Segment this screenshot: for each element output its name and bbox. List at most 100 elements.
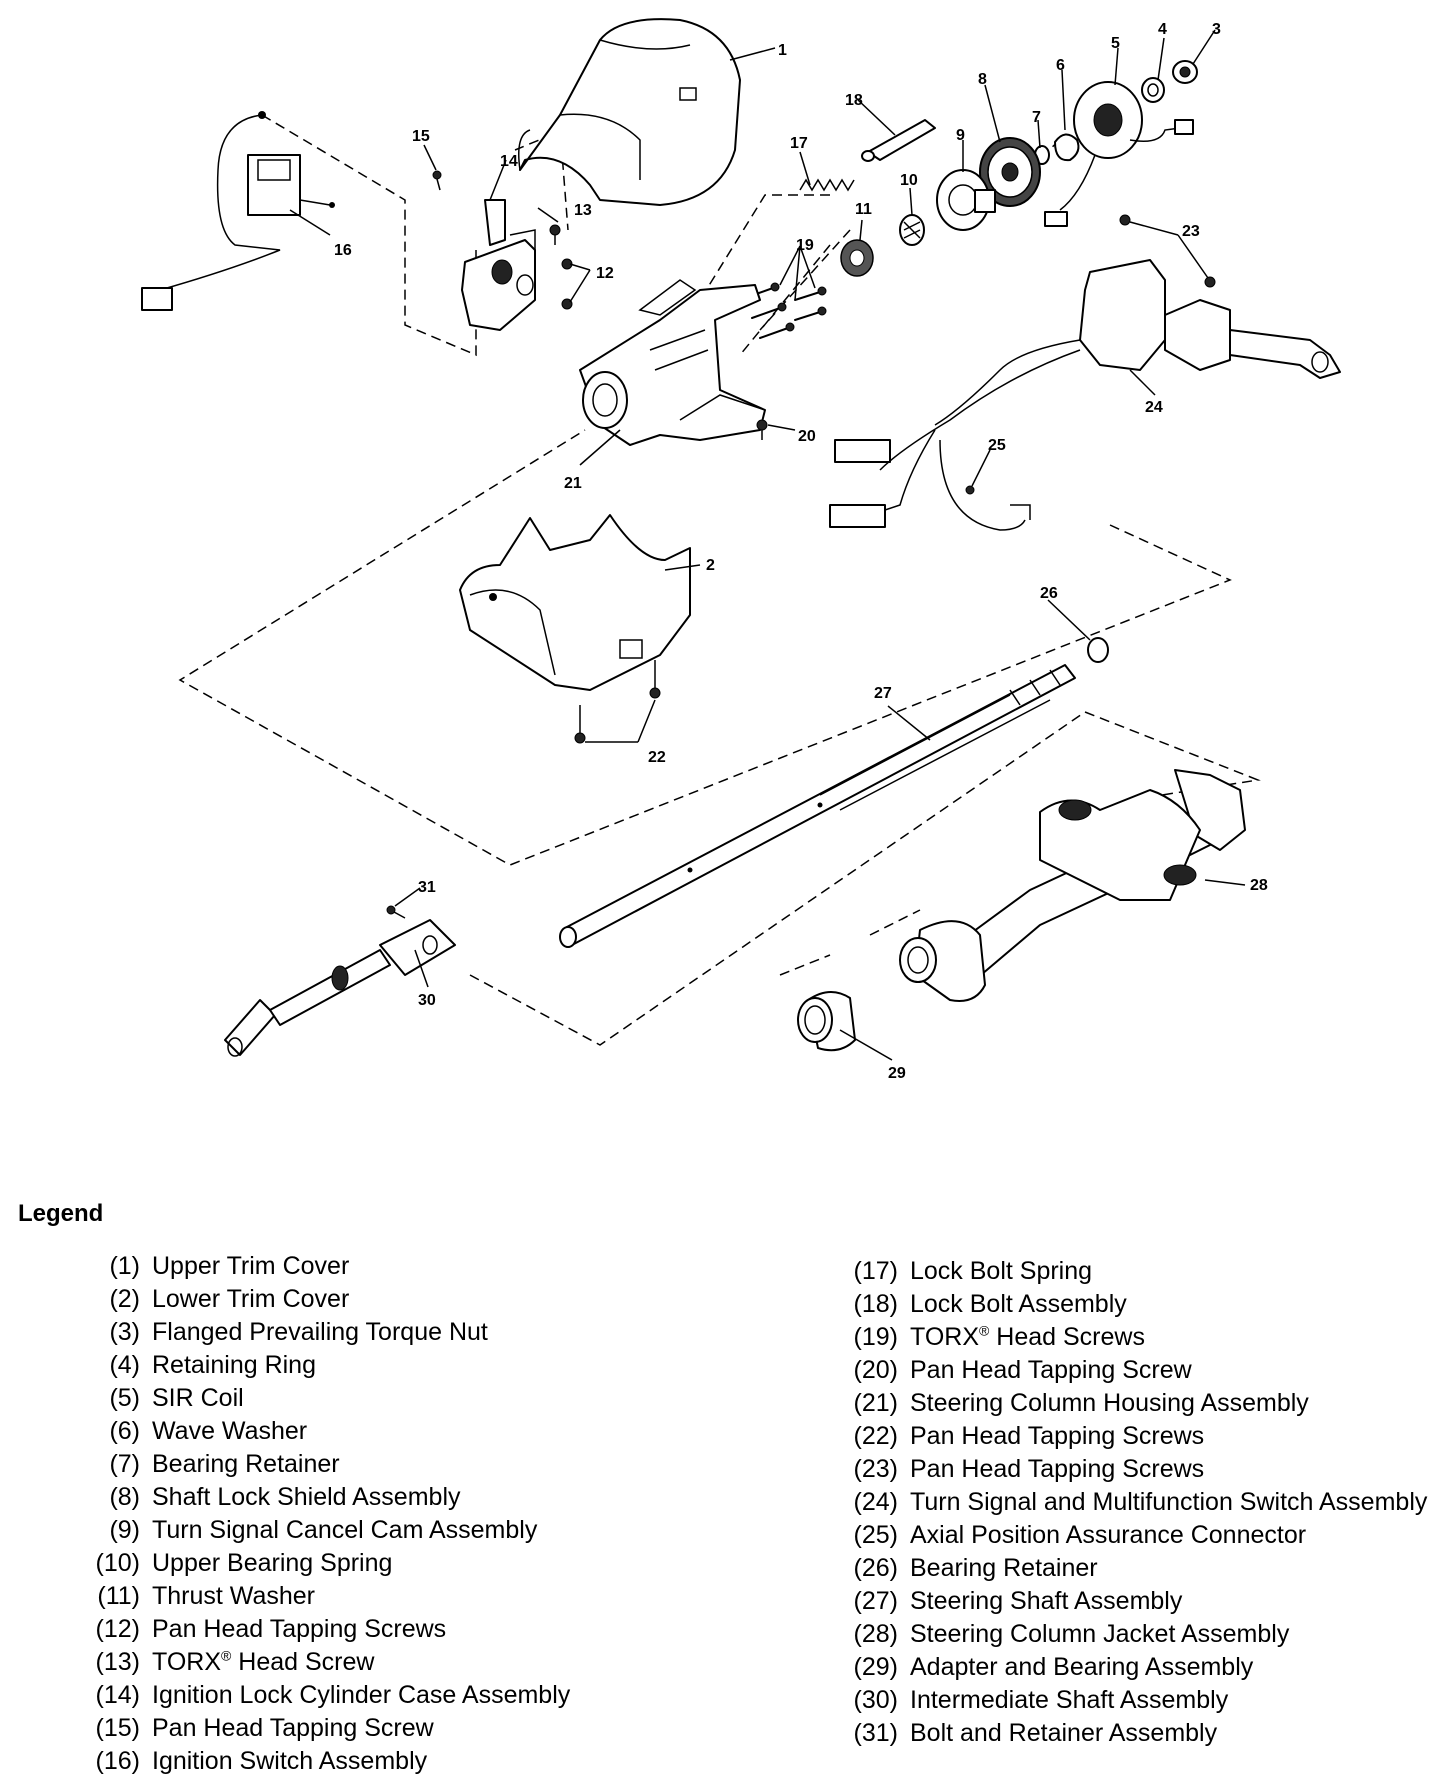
legend-item-label: Shaft Lock Shield Assembly xyxy=(152,1483,461,1511)
callout-29: 29 xyxy=(888,1065,906,1082)
upper-bearing-spring xyxy=(899,214,925,246)
callout-28: 28 xyxy=(1250,877,1268,894)
legend-item: (26)Bearing Retainer xyxy=(820,1552,1456,1585)
callout-3: 3 xyxy=(1212,21,1221,38)
callout-2: 2 xyxy=(706,557,715,574)
callout-25: 25 xyxy=(988,437,1006,454)
legend-item: (27)Steering Shaft Assembly xyxy=(820,1585,1456,1618)
adapter-and-bearing xyxy=(797,991,856,1052)
legend-item-label: Retaining Ring xyxy=(152,1351,316,1379)
callout-26: 26 xyxy=(1040,585,1058,602)
legend-item: (18)Lock Bolt Assembly xyxy=(820,1288,1456,1321)
callout-6: 6 xyxy=(1056,57,1065,74)
callout-5: 5 xyxy=(1111,35,1120,52)
legend-item: (24)Turn Signal and Multifunction Switch… xyxy=(820,1486,1456,1519)
legend-item-label: Ignition Lock Cylinder Case Assembly xyxy=(152,1681,571,1709)
steering-shaft xyxy=(559,664,1076,948)
legend-item-number: (17) xyxy=(853,1257,898,1285)
legend-item-label-rest: Head Screws xyxy=(989,1323,1145,1351)
legend-item-number: (28) xyxy=(853,1620,898,1648)
registered-mark: ® xyxy=(979,1322,990,1339)
legend-item-number: (9) xyxy=(109,1516,140,1544)
turn-signal-multifunction-switch xyxy=(829,259,1341,531)
legend-item-number: (5) xyxy=(109,1384,140,1412)
legend-item: (13)TORX® Head Screw xyxy=(62,1646,702,1679)
callout-20: 20 xyxy=(798,428,816,445)
callout-labels: 1 2 3 4 5 6 7 8 9 10 11 12 13 14 15 16 1… xyxy=(334,21,1268,1082)
legend-item-number: (7) xyxy=(109,1450,140,1478)
legend-item-label: Lock Bolt Spring xyxy=(910,1257,1093,1285)
legend-item: (17) Lock Bolt Spring xyxy=(820,1255,1456,1288)
torx-head-screw-13 xyxy=(549,224,561,245)
legend-item-number: (1) xyxy=(109,1252,140,1280)
legend-item: (19) TORX® Head Screws xyxy=(820,1321,1456,1354)
upper-trim-cover xyxy=(518,18,741,206)
bearing-retainer-lower xyxy=(1087,637,1109,663)
legend-item-label-main: TORX xyxy=(910,1323,979,1351)
legend-item-number: (14) xyxy=(95,1681,140,1709)
legend-item-number: (23) xyxy=(853,1455,898,1483)
legend-item-label: Wave Washer xyxy=(152,1417,308,1445)
pan-head-tapping-screws-23 xyxy=(1119,214,1216,288)
legend-item-label: Intermediate Shaft Assembly xyxy=(910,1686,1229,1714)
legend-item-label: Pan Head Tapping Screws xyxy=(910,1422,1205,1450)
callout-4: 4 xyxy=(1158,21,1167,38)
legend-item: (6) Wave Washer xyxy=(62,1415,702,1448)
callout-14: 14 xyxy=(500,153,518,170)
legend-item-number: (25) xyxy=(853,1521,898,1549)
legend-item-label: Steering Column Jacket Assembly xyxy=(910,1620,1290,1648)
callout-7: 7 xyxy=(1032,109,1041,126)
legend-item-number: (31) xyxy=(853,1719,898,1747)
legend-item: (25)Axial Position Assurance Connector xyxy=(820,1519,1456,1552)
legend-item-number: (20) xyxy=(853,1356,898,1384)
wave-washer xyxy=(1054,133,1080,162)
legend-item: (7)Bearing Retainer xyxy=(62,1448,702,1481)
legend-item-number: (19) xyxy=(853,1323,898,1351)
legend-item-label: Lower Trim Cover xyxy=(152,1285,350,1313)
axial-position-assurance-connector xyxy=(965,485,975,495)
callout-1: 1 xyxy=(778,42,787,59)
legend-item-number: (6) xyxy=(109,1417,140,1445)
legend-item-label: Turn Signal and Multifunction Switch Ass… xyxy=(910,1488,1428,1516)
bolt-and-retainer xyxy=(386,905,406,919)
legend-item: (31)Bolt and Retainer Assembly xyxy=(820,1717,1456,1750)
legend-item-number: (11) xyxy=(97,1582,140,1610)
callout-19: 19 xyxy=(796,237,814,254)
legend-item: (9) Turn Signal Cancel Cam Assembly xyxy=(62,1514,702,1547)
intermediate-shaft xyxy=(224,919,456,1057)
legend-item: (5) SIR Coil xyxy=(62,1382,702,1415)
legend-item-label: Pan Head Tapping Screw xyxy=(152,1714,434,1742)
legend-item: (8)Shaft Lock Shield Assembly xyxy=(62,1481,702,1514)
legend-item-number: (21) xyxy=(853,1389,898,1417)
legend-item-label: Turn Signal Cancel Cam Assembly xyxy=(152,1516,538,1544)
callout-8: 8 xyxy=(978,71,987,88)
leader-lines xyxy=(289,29,1246,1061)
legend-item: (16)Ignition Switch Assembly xyxy=(62,1745,702,1778)
legend-item-label: Upper Trim Cover xyxy=(152,1252,350,1280)
legend-item: (1) Upper Trim Cover xyxy=(62,1250,702,1283)
legend-item-label: SIR Coil xyxy=(152,1384,244,1412)
legend-item: (29)Adapter and Bearing Assembly xyxy=(820,1651,1456,1684)
pan-head-tapping-screw-20 xyxy=(756,419,768,440)
legend-item-label: TORX® Head Screws xyxy=(910,1321,1456,1354)
legend-column-right: (17) Lock Bolt Spring (18)Lock Bolt Assemb… xyxy=(820,1255,1456,1750)
callout-27: 27 xyxy=(874,685,892,702)
callout-21: 21 xyxy=(564,475,582,492)
callout-22: 22 xyxy=(648,749,666,766)
legend-item-label: Steering Shaft Assembly xyxy=(910,1587,1183,1615)
torx-head-screws xyxy=(744,282,827,339)
callout-16: 16 xyxy=(334,242,352,259)
legend-item-number: (10) xyxy=(95,1549,140,1577)
retaining-ring xyxy=(1141,77,1165,103)
legend-item: (14) Ignition Lock Cylinder Case Assembly xyxy=(62,1679,702,1712)
legend-item: (21)Steering Column Housing Assembly xyxy=(820,1387,1456,1420)
lock-bolt-spring xyxy=(799,178,855,192)
legend-item: (23)Pan Head Tapping Screws xyxy=(820,1453,1456,1486)
legend-item: (22)Pan Head Tapping Screws xyxy=(820,1420,1456,1453)
legend-item-label: Lock Bolt Assembly xyxy=(910,1290,1127,1318)
legend-item-label: Pan Head Tapping Screw xyxy=(910,1356,1192,1384)
legend-item-label: Flanged Prevailing Torque Nut xyxy=(152,1318,488,1346)
pan-head-tapping-screws-22 xyxy=(574,660,661,744)
legend-item-label: TORX® Head Screw xyxy=(152,1646,702,1679)
callout-17: 17 xyxy=(790,135,808,152)
